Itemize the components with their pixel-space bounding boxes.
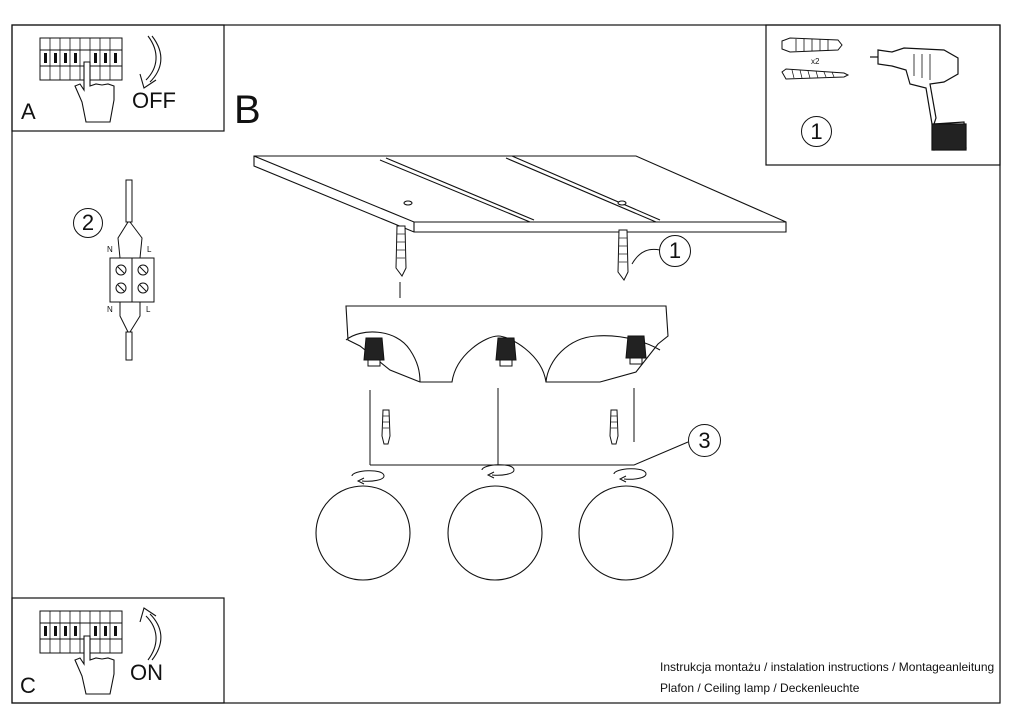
panel-a-box (11, 24, 225, 132)
wiring-step-number: 2 (73, 208, 103, 238)
rotate-arrow-right-icon (613, 468, 647, 483)
panel-c-letter: C (20, 673, 36, 698)
callout-leader-1 (631, 248, 661, 265)
ceiling-plate (253, 155, 787, 233)
terminal-n-bottom: N (107, 305, 113, 314)
terminal-n-top: N (107, 245, 113, 254)
panel-a-letter: A (21, 99, 36, 124)
socket-right (625, 335, 647, 365)
screw-right (609, 409, 619, 445)
sheet-border (11, 24, 1001, 704)
curved-arrow-up-icon (139, 607, 162, 661)
globe-right (578, 485, 674, 581)
tools-step-number: 1 (801, 116, 832, 147)
wall-plug-right (617, 229, 629, 281)
wall-plug-left (395, 225, 407, 298)
callout-wall-plugs: 1 (659, 235, 691, 267)
off-label: OFF (132, 88, 176, 113)
breaker-box-icon (39, 37, 123, 81)
hand-icon (74, 61, 115, 123)
on-label: ON (130, 660, 163, 685)
drill-icon (870, 47, 967, 151)
lamp-body (345, 305, 669, 383)
socket-left (363, 337, 385, 367)
anchor-count-label: x2 (811, 57, 820, 66)
mounting-bracket (369, 388, 689, 466)
globe-left (315, 485, 411, 581)
curved-arrow-down-icon (139, 35, 162, 89)
glass-globes (315, 485, 674, 581)
rotate-arrow-center-icon (481, 464, 515, 479)
wiring-diagram (109, 179, 155, 361)
screw-icon (781, 68, 850, 80)
breaker-box-icon-c (39, 610, 123, 654)
panel-c-box (11, 597, 225, 704)
hand-icon-c (74, 635, 115, 695)
caption-line-1: Instrukcja montażu / instalation instruc… (660, 660, 995, 674)
rotate-arrow-left-icon (351, 470, 385, 485)
panel-tools-box (765, 24, 1001, 166)
screw-left (381, 409, 391, 445)
callout-bracket: 3 (688, 424, 721, 457)
terminal-l-top: L (147, 245, 152, 254)
caption-line-2: Plafon / Ceiling lamp / Deckenleuchte (660, 681, 860, 695)
socket-center (495, 337, 517, 367)
globe-center (447, 485, 543, 581)
wall-plug-icon (781, 37, 843, 53)
terminal-l-bottom: L (146, 305, 151, 314)
step-b-letter: B (234, 88, 261, 132)
